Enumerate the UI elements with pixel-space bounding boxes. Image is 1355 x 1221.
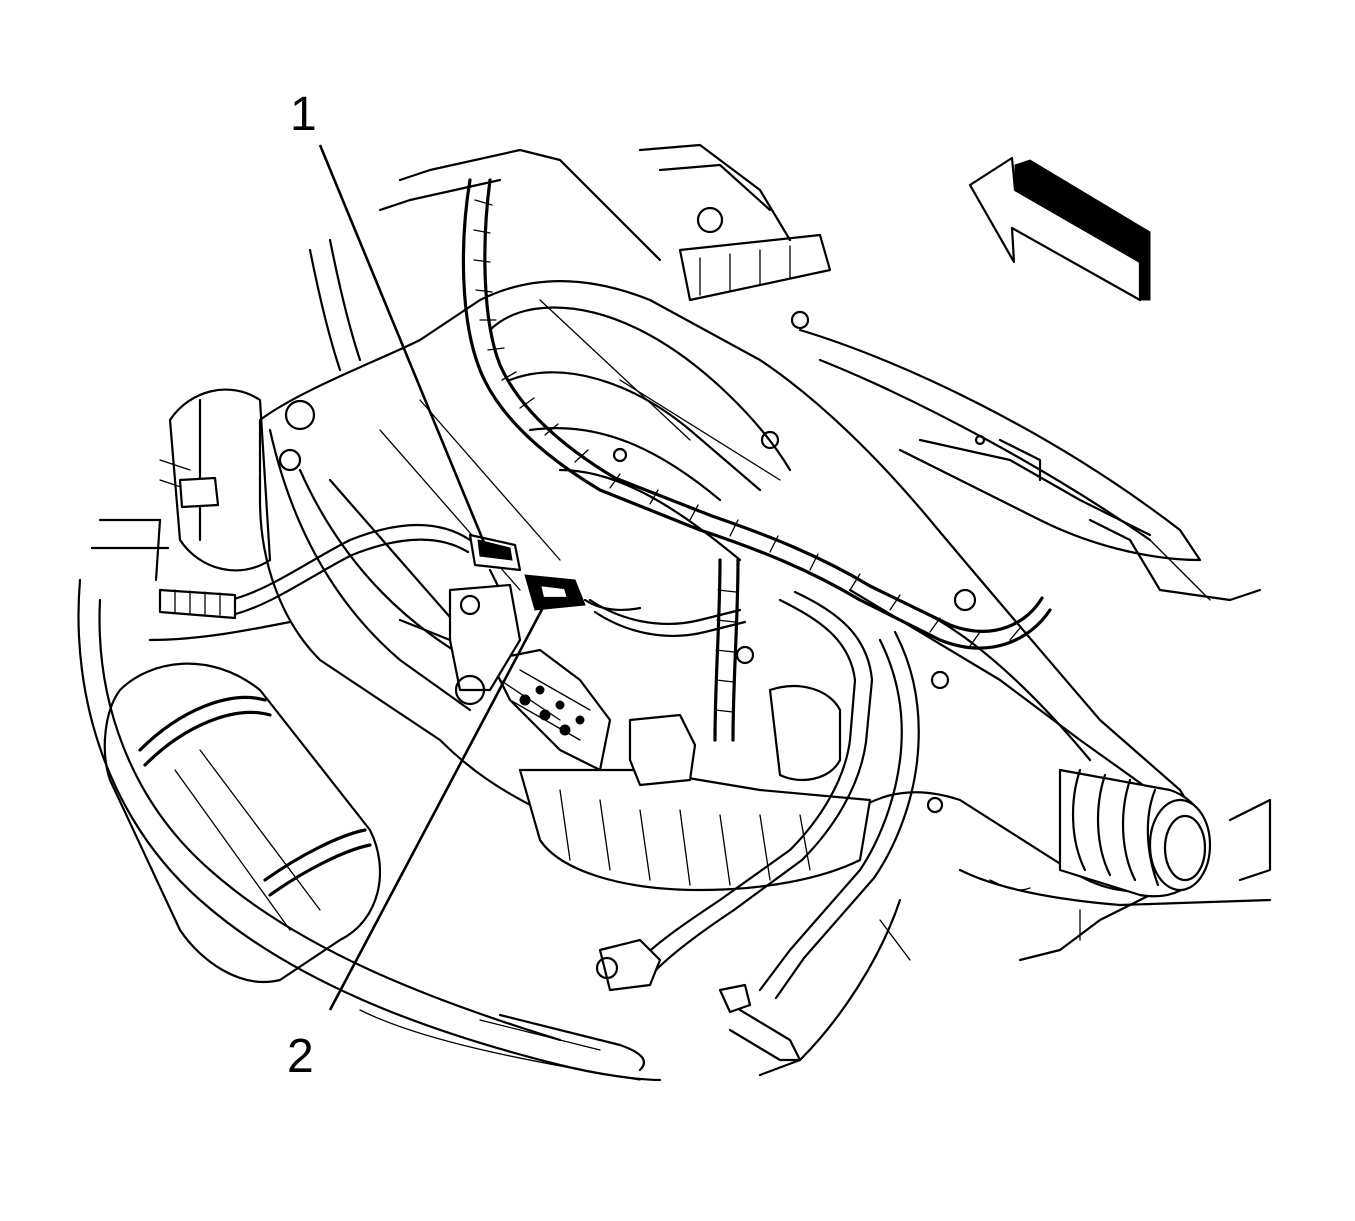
callout-label-1: 1: [290, 88, 317, 141]
leader-line-2: [328, 597, 550, 1011]
transmission-mount-bracket: [398, 583, 522, 706]
frame-rail-right: [798, 328, 1262, 602]
upper-bracket: [378, 143, 832, 302]
callout-label-2: 2: [287, 1030, 314, 1083]
underbody-floor-pan: [77, 518, 662, 1082]
transmission-oil-pan: [518, 768, 872, 892]
callout-leader-lines: [318, 144, 550, 1011]
wiring-harness: [461, 178, 1052, 742]
front-direction-arrow-icon: [968, 156, 1151, 302]
connector-1: [468, 533, 522, 592]
shift-linkage-cable: [158, 523, 472, 620]
connector-2: [524, 574, 642, 611]
bellhousing: [159, 238, 362, 572]
transmission-cooler-lines: [595, 590, 920, 1062]
leader-line-1: [318, 144, 487, 546]
catalytic-converter: [103, 662, 382, 983]
valve-body-detail: [488, 648, 842, 787]
fasteners: [278, 206, 986, 814]
underbody-floor-right: [758, 798, 1272, 1077]
tailshaft-extension: [1058, 768, 1212, 898]
